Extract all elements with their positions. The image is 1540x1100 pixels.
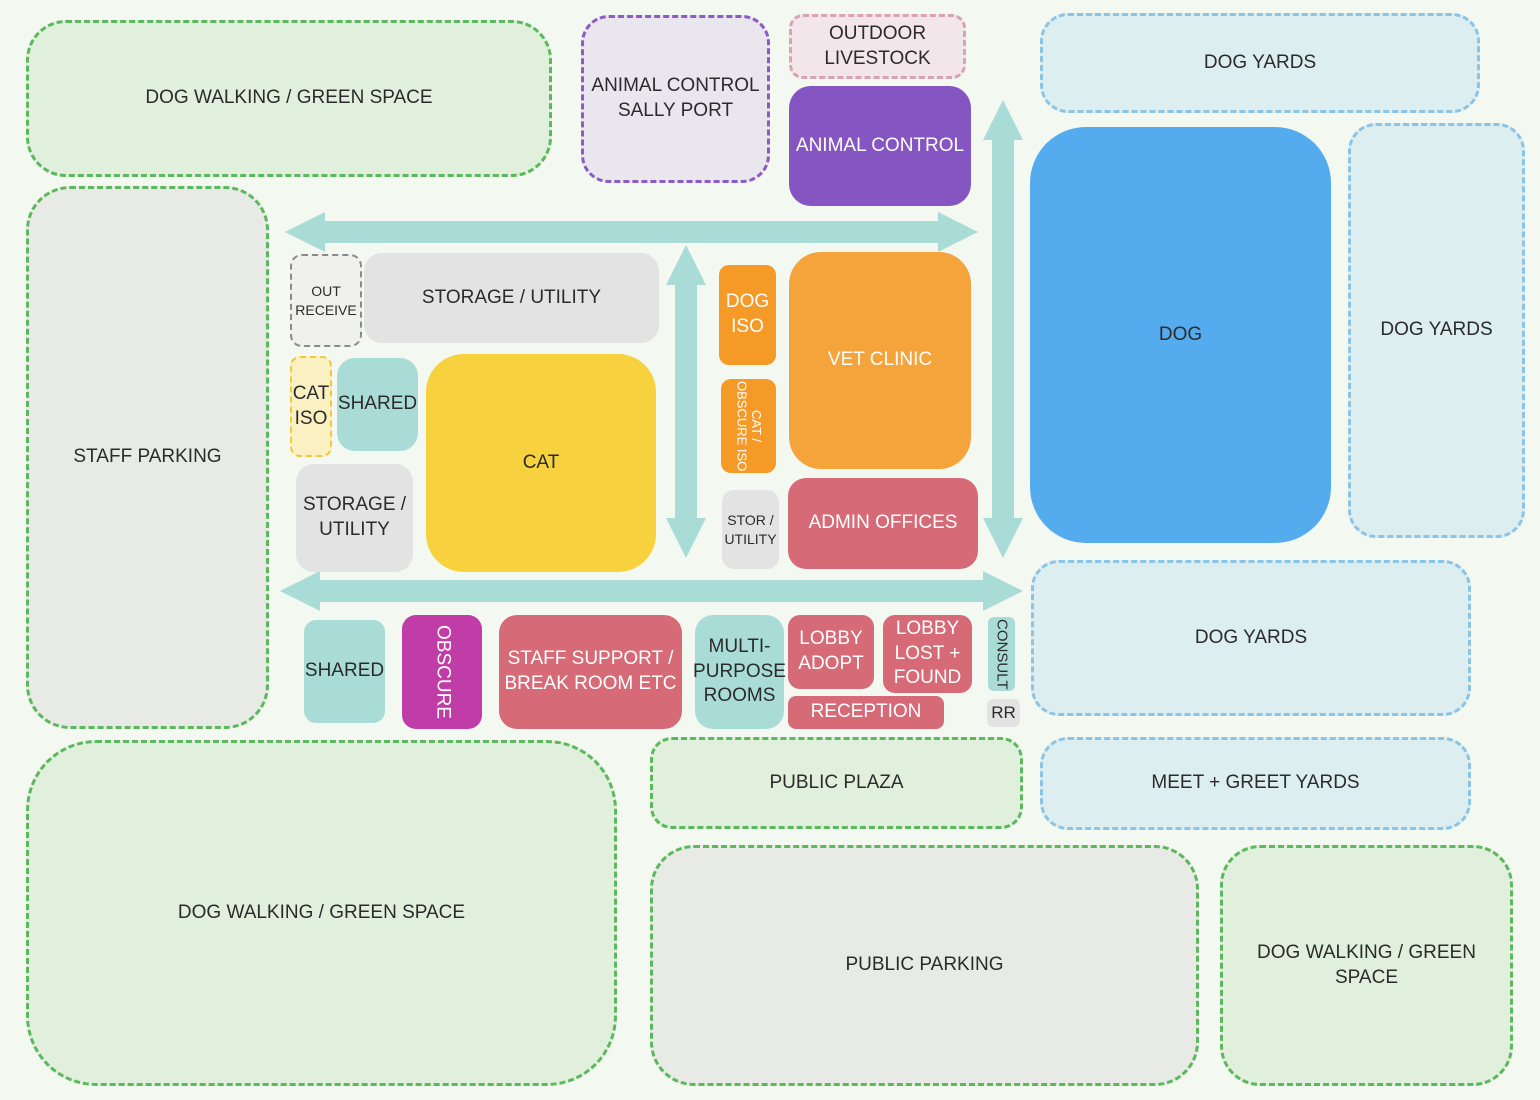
bottom-horizontal-circulation-arrow [280,571,1023,611]
storage-utility-top: STORAGE / UTILITY [364,253,659,343]
dog-walking-green-space-top: DOG WALKING / GREEN SPACE [26,20,552,177]
admin-offices: ADMIN OFFICES [788,478,978,569]
right-vertical-circulation-arrow [983,100,1023,558]
top-horizontal-circulation-arrow [285,212,978,252]
dog-iso: DOG ISO [719,265,776,365]
reception: RECEPTION [788,696,944,729]
dog-housing: DOG [1030,127,1331,543]
obscure: OBSCURE [402,615,482,729]
animal-control-sally-port: ANIMAL CONTROL SALLY PORT [581,15,770,183]
dog-walking-green-space-bottom-left: DOG WALKING / GREEN SPACE [26,740,617,1086]
meet-greet-yards: MEET + GREET YARDS [1040,737,1471,830]
dog-walking-green-space-bottom-right: DOG WALKING / GREEN SPACE [1220,845,1513,1086]
restroom: RR [987,699,1020,727]
lobby-lost-found: LOBBY LOST + FOUND [883,615,972,693]
dog-yards-right: DOG YARDS [1348,123,1525,538]
out-receive: OUT RECEIVE [290,254,362,347]
cat-housing: CAT [426,354,656,572]
lobby-adopt: LOBBY ADOPT [788,615,874,689]
staff-parking: STAFF PARKING [26,186,269,729]
dog-yards-mid: DOG YARDS [1031,560,1471,716]
dog-yards-top: DOG YARDS [1040,13,1480,113]
multi-purpose-rooms: MULTI- PURPOSE ROOMS [693,615,786,729]
staff-support-break-room: STAFF SUPPORT / BREAK ROOM ETC [499,615,682,729]
storage-utility-left: STORAGE / UTILITY [296,464,413,572]
consult: CONSULT [988,617,1015,691]
animal-control: ANIMAL CONTROL [789,86,971,206]
public-parking: PUBLIC PARKING [650,845,1199,1086]
center-vertical-circulation-arrow [666,245,706,558]
outdoor-livestock: OUTDOOR LIVESTOCK [789,14,966,79]
vet-clinic: VET CLINIC [789,252,971,469]
cat-iso: CAT ISO [290,356,332,457]
cat-obscure-iso: CAT / OBSCURE ISO [721,379,776,473]
public-plaza: PUBLIC PLAZA [650,737,1023,829]
stor-utility: STOR / UTILITY [722,490,779,569]
shared-lower: SHARED [304,620,385,723]
shared-upper: SHARED [337,358,418,451]
